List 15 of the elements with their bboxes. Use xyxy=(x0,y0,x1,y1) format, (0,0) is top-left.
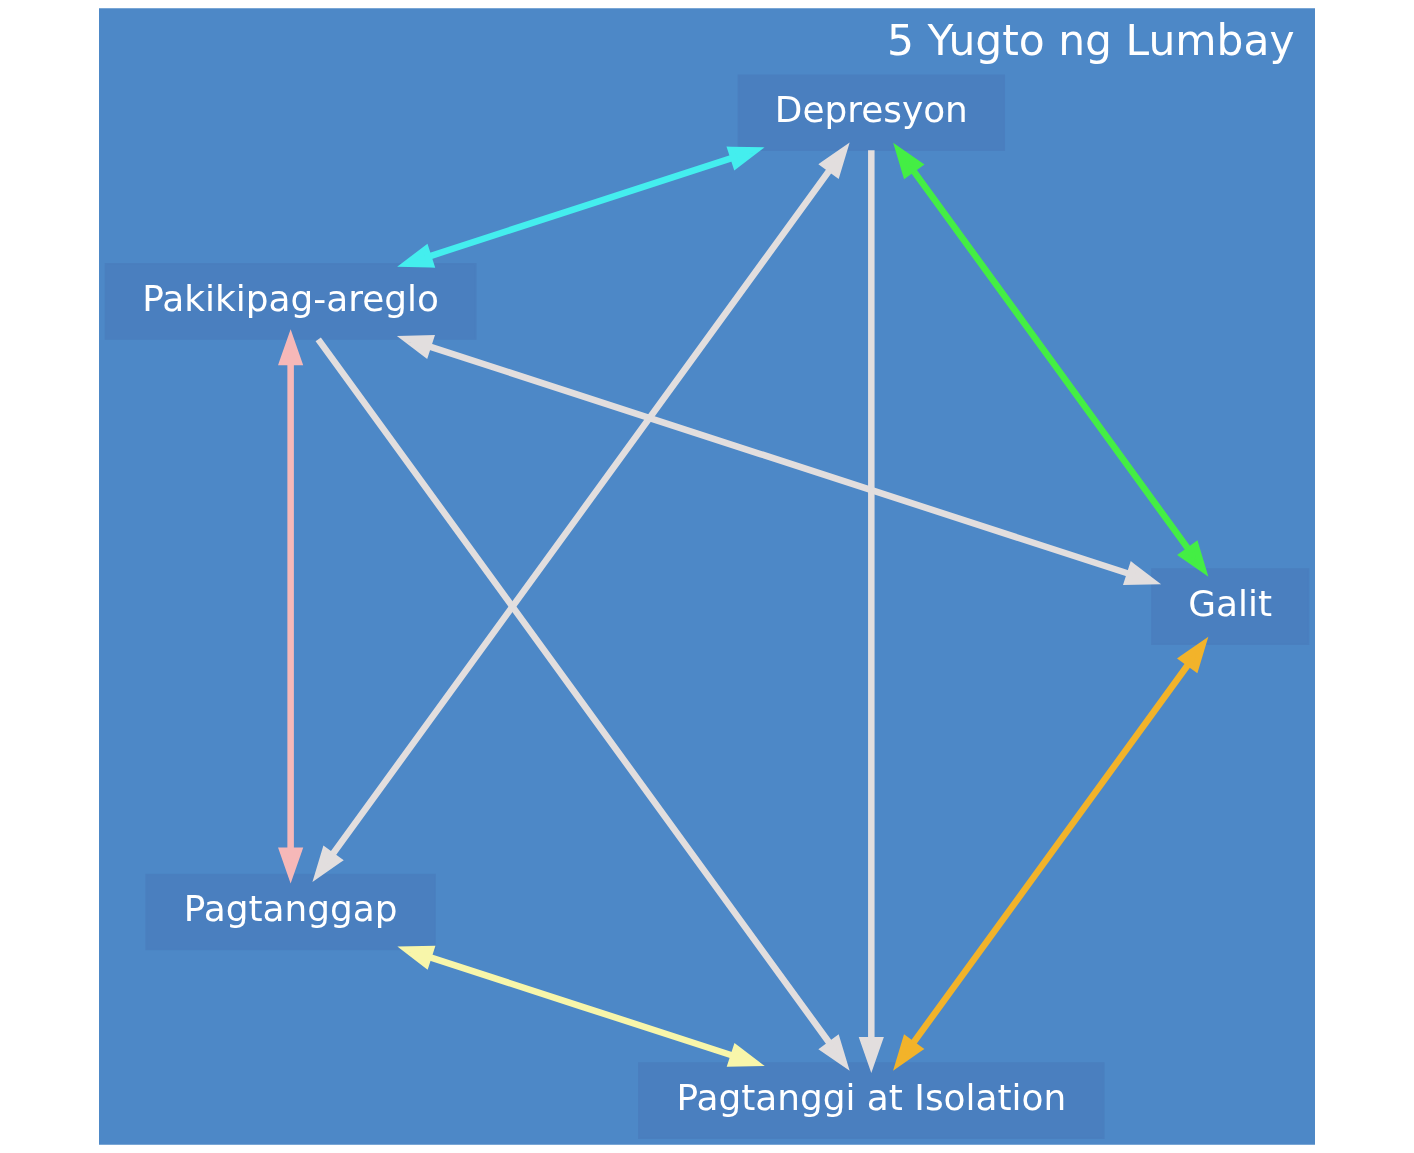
arrow xyxy=(858,150,884,1073)
arrow xyxy=(893,636,1209,1071)
diagram-title: 5 Yugto ng Lumbay xyxy=(886,16,1295,66)
arrow xyxy=(278,329,304,884)
arrow xyxy=(397,146,765,268)
arrow xyxy=(893,142,1209,577)
arrow xyxy=(312,142,850,882)
arrow xyxy=(397,945,765,1067)
arrow xyxy=(315,337,850,1071)
arrow xyxy=(396,335,1162,586)
node-box: Pagtanggap xyxy=(145,873,436,951)
node-box: Depresyon xyxy=(737,74,1006,152)
node-box: Pakikipag-areglo xyxy=(104,263,477,340)
node-box: Galit xyxy=(1151,568,1310,645)
node-box: Pagtanggi at Isolation xyxy=(638,1062,1105,1139)
